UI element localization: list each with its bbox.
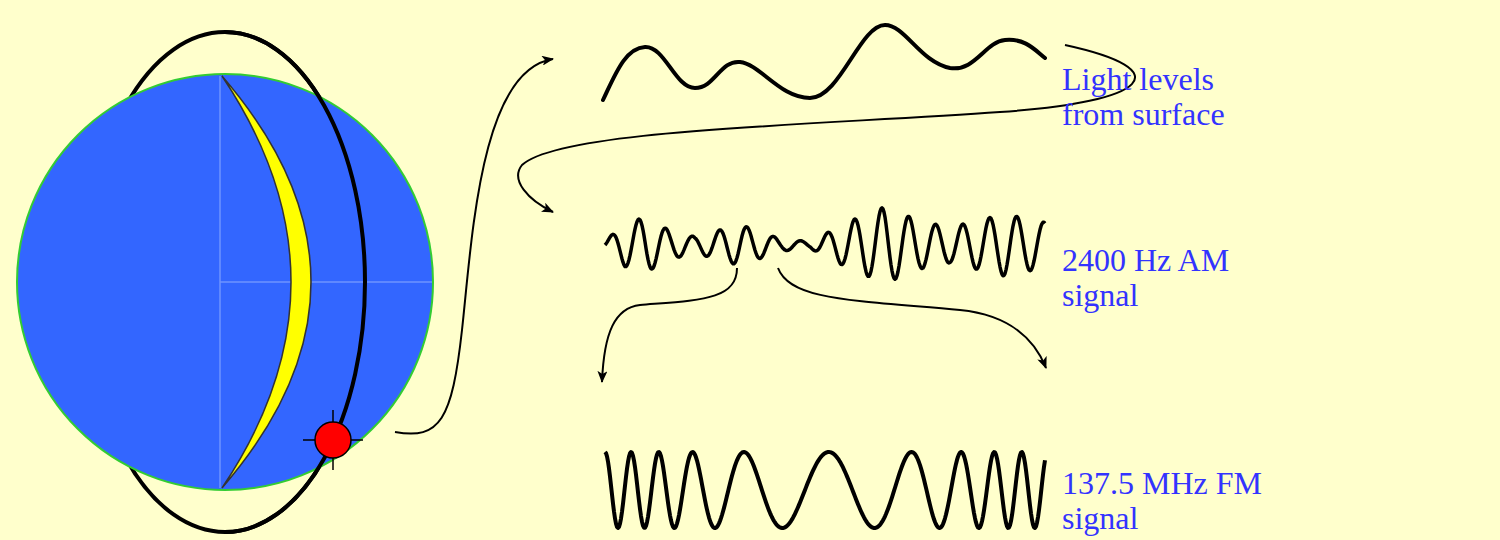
light-level-wave [603,25,1045,100]
earth-globe [17,74,433,490]
scan-strip [222,76,311,488]
orbit-front [225,32,365,532]
globe-equator [220,281,432,283]
signal-label: 137.5 MHz FM signal [1062,466,1294,536]
signal-label: Light levels from surface [1062,62,1257,132]
am-wave [605,208,1045,279]
flow-arrow [778,268,1046,368]
flow-arrow [518,45,1135,212]
satellite [303,410,363,470]
flow-arrow [395,59,553,434]
fm-wave [605,452,1045,528]
flow-arrow [602,268,737,382]
signal-label: 2400 Hz AM signal [1062,243,1267,313]
